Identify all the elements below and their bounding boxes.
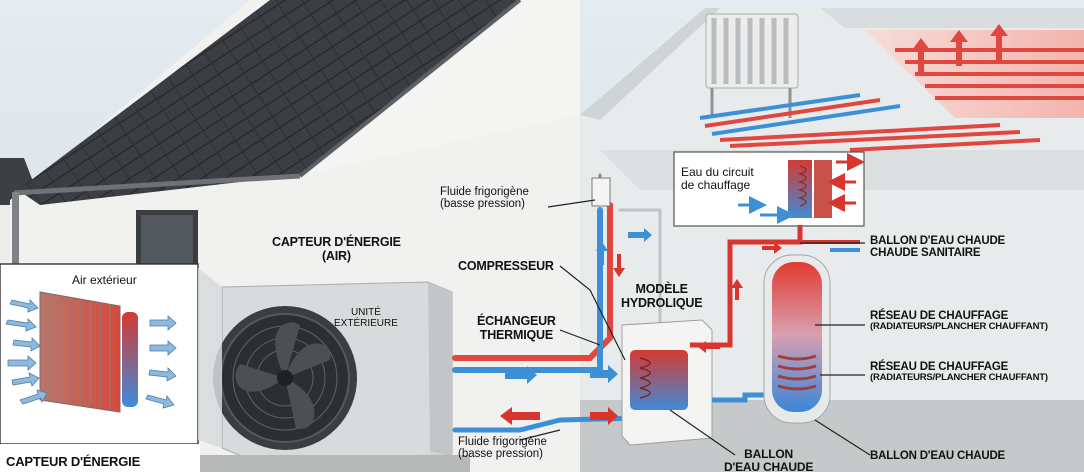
fluid-low-bottom-line-2: (basse pression)	[458, 448, 544, 461]
inset-caption-bg	[0, 444, 200, 472]
house-roof	[18, 0, 520, 205]
echangeur-label: ÉCHANGEUR THERMIQUE	[477, 314, 556, 342]
reseau-1-line-2: (RADIATEURS/PLANCHER CHAUFFANT)	[870, 321, 1048, 333]
compresseur-label: COMPRESSEUR	[458, 259, 554, 273]
capteur-label: CAPTEUR D'ÉNERGIE (AIR)	[272, 235, 401, 263]
air-inset-fin-lines	[49, 294, 111, 410]
valve-box	[591, 177, 611, 207]
unite-line-2: EXTÉRIEURE	[334, 317, 398, 329]
ballon-sanitaire-line-2: CHAUDE SANITAIRE	[870, 247, 981, 260]
air-inset-connector	[198, 268, 222, 448]
water-right-arrow	[762, 242, 782, 254]
circuit-coil-left	[788, 160, 812, 218]
hydraulic-coil-windings	[639, 357, 651, 399]
reseau-label-2: RÉSEAU DE CHAUFFAGE (RADIATEURS/PLANCHER…	[870, 361, 1048, 384]
ballon-bottom-line-1: BALLON	[744, 447, 793, 461]
gutter	[13, 173, 301, 196]
gravel	[200, 455, 470, 472]
circuit-line-2: de chauffage	[681, 177, 751, 192]
outdoor-unit-side	[428, 282, 452, 455]
inset-caption: CAPTEUR D'ÉNERGIE	[6, 454, 141, 469]
heat-rise-arrows	[912, 24, 1008, 72]
radiator	[705, 13, 799, 118]
circuit-coil-windings	[797, 165, 807, 207]
floor-heating-pipes-lower	[699, 93, 1041, 152]
air-inset-arrows	[5, 299, 177, 409]
reseau-2-line-2: (RADIATEURS/PLANCHER CHAUFFANT)	[870, 372, 1048, 384]
unite-line-1: UNITÉ	[350, 307, 381, 318]
circuit-line-1: Eau du circuit	[681, 165, 754, 179]
attic-edge	[820, 8, 1084, 28]
circuit-coil-right	[814, 160, 832, 218]
capteur-line-2: (AIR)	[321, 248, 351, 263]
modele-label: MODÈLE HYDROLIQUE	[621, 282, 703, 310]
fan-hub	[277, 370, 293, 386]
window-glass	[141, 215, 193, 263]
modele-line-2: HYDROLIQUE	[621, 295, 703, 310]
unite-label: UNITÉ EXTÉRIEURE	[334, 307, 398, 330]
ballon-bottom-line-2: D'EAU CHAUDE	[724, 459, 814, 472]
fluid-low-top-label: Fluide frigorigène (basse pression)	[440, 186, 529, 211]
ballon-sanitaire-line-1: BALLON D'EAU CHAUDE	[870, 235, 1006, 247]
modele-line-1: MODÈLE	[635, 282, 688, 296]
reseau-2-line-1: RÉSEAU DE CHAUFFAGE	[870, 361, 1009, 373]
roof-edge	[298, 0, 522, 178]
gable-wall	[300, 0, 580, 175]
fluid-low-bottom-line-1: Fluide frigorigène	[458, 436, 547, 448]
interior-roof-edge	[580, 8, 720, 120]
capteur-line-1: CAPTEUR D'ÉNERGIE	[272, 235, 401, 249]
reseau-1-line-1: RÉSEAU DE CHAUFFAGE	[870, 310, 1009, 322]
water-up-arrow	[731, 279, 743, 300]
ballon-sanitaire-label: BALLON D'EAU CHAUDE CHAUDE SANITAIRE	[870, 235, 1005, 260]
hydraulic-coil	[630, 350, 688, 410]
downpipe	[12, 192, 19, 282]
air-inset-coil-tube	[122, 312, 138, 407]
tank-water	[772, 262, 822, 412]
fluid-low-top-line-2: (basse pression)	[440, 198, 526, 211]
echangeur-line-1: ÉCHANGEUR	[477, 314, 556, 328]
ballon-bottom-label: BALLON D'EAU CHAUDE	[724, 448, 813, 472]
ballon-right-label: BALLON D'EAU CHAUDE	[870, 450, 1006, 462]
fan-blades	[235, 322, 331, 429]
flow-arrows	[500, 228, 685, 425]
inset-air-label: Air extérieur	[72, 273, 137, 287]
leader-lines	[519, 199, 871, 456]
echangeur-line-2: THERMIQUE	[479, 327, 553, 342]
tank-coil	[777, 354, 817, 391]
water-left-arrow	[698, 341, 720, 353]
fluid-low-bottom-label: Fluide frigorigène (basse pression)	[458, 436, 547, 461]
circuit-label: Eau du circuit de chauffage	[681, 166, 754, 192]
fluid-low-top-line-1: Fluide frigorigène	[440, 186, 529, 198]
reseau-label-1: RÉSEAU DE CHAUFFAGE (RADIATEURS/PLANCHER…	[870, 310, 1048, 333]
